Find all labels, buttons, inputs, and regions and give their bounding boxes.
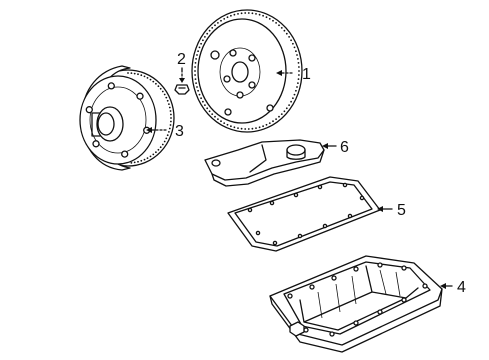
bolt (174, 69, 190, 95)
callout-1: 1 (302, 66, 311, 83)
oil-pan (269, 255, 443, 353)
torque-converter (79, 65, 175, 171)
callout-2: 2 (177, 51, 186, 68)
leader-lines (146, 67, 453, 289)
pan-gasket (227, 176, 381, 252)
callout-3: 3 (175, 123, 184, 140)
callout-4: 4 (457, 279, 466, 296)
transmission-filter (204, 139, 325, 187)
callout-5: 5 (397, 202, 406, 219)
flywheel (191, 9, 303, 133)
callout-6: 6 (340, 139, 349, 156)
